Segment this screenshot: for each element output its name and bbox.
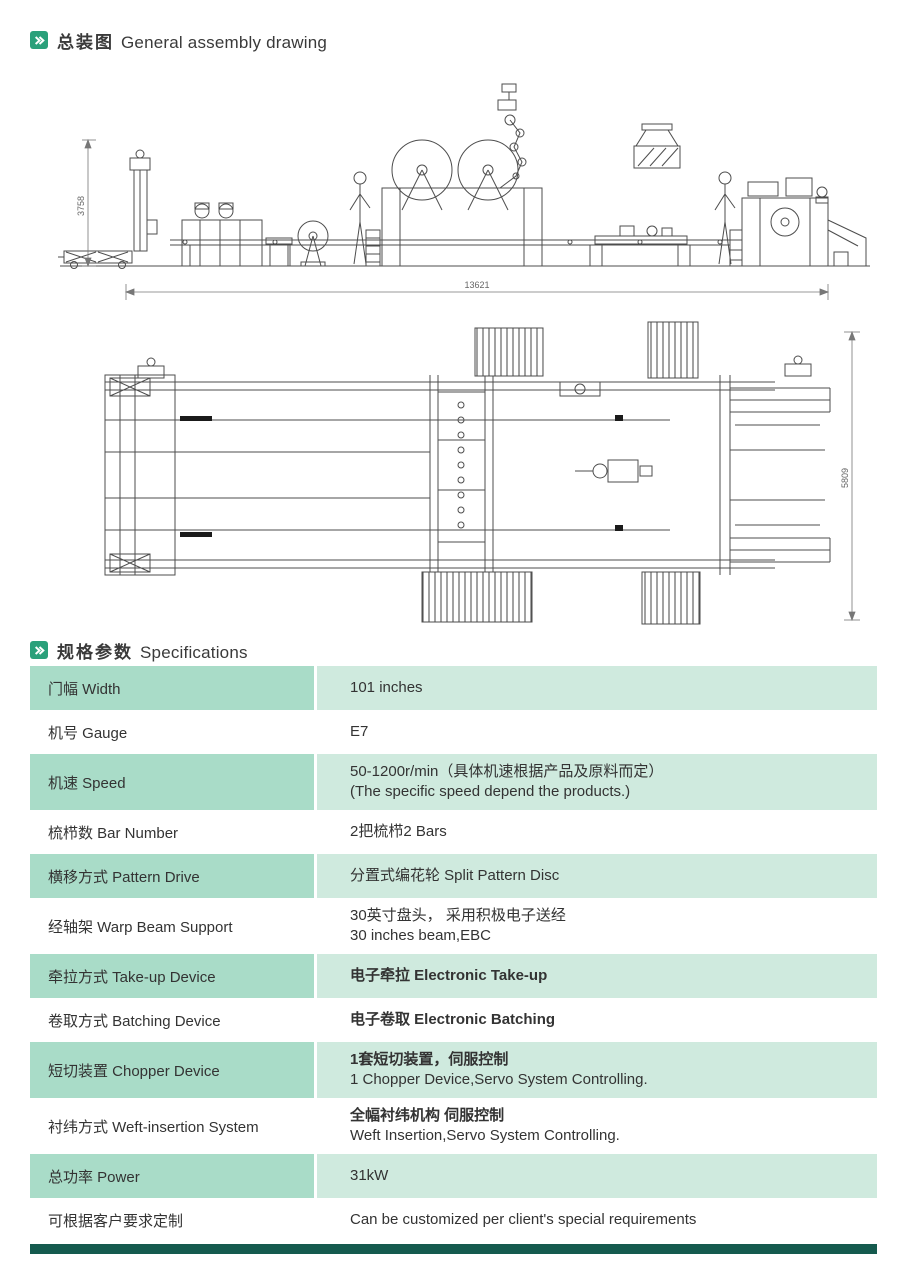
section-header-specs: 规格参数 Specifications <box>30 638 877 662</box>
spec-value: 分置式编花轮 Split Pattern Disc <box>317 854 877 898</box>
table-row: 经轴架 Warp Beam Support 30英寸盘头， 采用积极电子送经 3… <box>30 898 877 954</box>
spec-value: 31kW <box>317 1154 877 1198</box>
spec-value: 101 inches <box>317 666 877 710</box>
table-row: 可根据客户要求定制 Can be customized per client's… <box>30 1198 877 1242</box>
table-row: 机号 Gauge E7 <box>30 710 877 754</box>
spec-value: Can be customized per client's special r… <box>317 1198 877 1242</box>
spec-label: 经轴架 Warp Beam Support <box>30 898 317 954</box>
spec-value: 1套短切装置，伺服控制 1 Chopper Device,Servo Syste… <box>317 1042 877 1098</box>
table-row: 总功率 Power 31kW <box>30 1154 877 1198</box>
table-row: 梳栉数 Bar Number 2把梳栉2 Bars <box>30 810 877 854</box>
chevron-bullet-icon <box>30 31 48 49</box>
table-row: 牵拉方式 Take-up Device 电子牵拉 Electronic Take… <box>30 954 877 998</box>
footer-accent-bar <box>30 1244 877 1254</box>
spec-label: 牵拉方式 Take-up Device <box>30 954 317 998</box>
section-header-assembly: 总装图 General assembly drawing <box>30 28 877 52</box>
spec-label: 门幅 Width <box>30 666 317 710</box>
table-row: 衬纬方式 Weft-insertion System 全幅衬纬机构 伺服控制 W… <box>30 1098 877 1154</box>
table-row: 短切装置 Chopper Device 1套短切装置，伺服控制 1 Choppe… <box>30 1042 877 1098</box>
table-row: 机速 Speed 50-1200r/min（具体机速根据产品及原料而定） (Th… <box>30 754 877 810</box>
spec-label: 梳栉数 Bar Number <box>30 810 317 854</box>
section-title-assembly: 总装图 General assembly drawing <box>57 28 327 53</box>
assembly-side-view-drawing: 13621 3758 <box>30 70 877 310</box>
spec-value: 2把梳栉2 Bars <box>317 810 877 854</box>
assembly-plan-view-drawing: 5809 <box>30 320 877 628</box>
spec-label: 卷取方式 Batching Device <box>30 998 317 1042</box>
spec-value: 电子牵拉 Electronic Take-up <box>317 954 877 998</box>
section-title-zh: 规格参数 <box>57 642 133 662</box>
spec-value: 50-1200r/min（具体机速根据产品及原料而定） (The specifi… <box>317 754 877 810</box>
dimension-label-length: 13621 <box>464 280 489 290</box>
spec-label: 总功率 Power <box>30 1154 317 1198</box>
table-row: 门幅 Width 101 inches <box>30 666 877 710</box>
spec-value: 全幅衬纬机构 伺服控制 Weft Insertion,Servo System … <box>317 1098 877 1154</box>
section-title-en: General assembly drawing <box>121 32 328 52</box>
spec-label: 机号 Gauge <box>30 710 317 754</box>
spec-label: 机速 Speed <box>30 754 317 810</box>
section-title-zh: 总装图 <box>57 32 114 52</box>
table-row: 卷取方式 Batching Device 电子卷取 Electronic Bat… <box>30 998 877 1042</box>
table-row: 横移方式 Pattern Drive 分置式编花轮 Split Pattern … <box>30 854 877 898</box>
specs-table: 门幅 Width 101 inches 机号 Gauge E7 机速 Speed… <box>30 666 877 1242</box>
spec-label: 短切装置 Chopper Device <box>30 1042 317 1098</box>
spec-value: 30英寸盘头， 采用积极电子送经 30 inches beam,EBC <box>317 898 877 954</box>
section-title-en: Specifications <box>140 642 248 662</box>
spec-label: 可根据客户要求定制 <box>30 1198 317 1242</box>
spec-value: E7 <box>317 710 877 754</box>
dimension-label-width: 5809 <box>840 468 850 488</box>
dimension-label-height: 3758 <box>76 196 86 216</box>
spec-label: 横移方式 Pattern Drive <box>30 854 317 898</box>
spec-value: 电子卷取 Electronic Batching <box>317 998 877 1042</box>
chevron-bullet-icon <box>30 641 48 659</box>
spec-label: 衬纬方式 Weft-insertion System <box>30 1098 317 1154</box>
section-title-specs: 规格参数 Specifications <box>57 638 248 663</box>
